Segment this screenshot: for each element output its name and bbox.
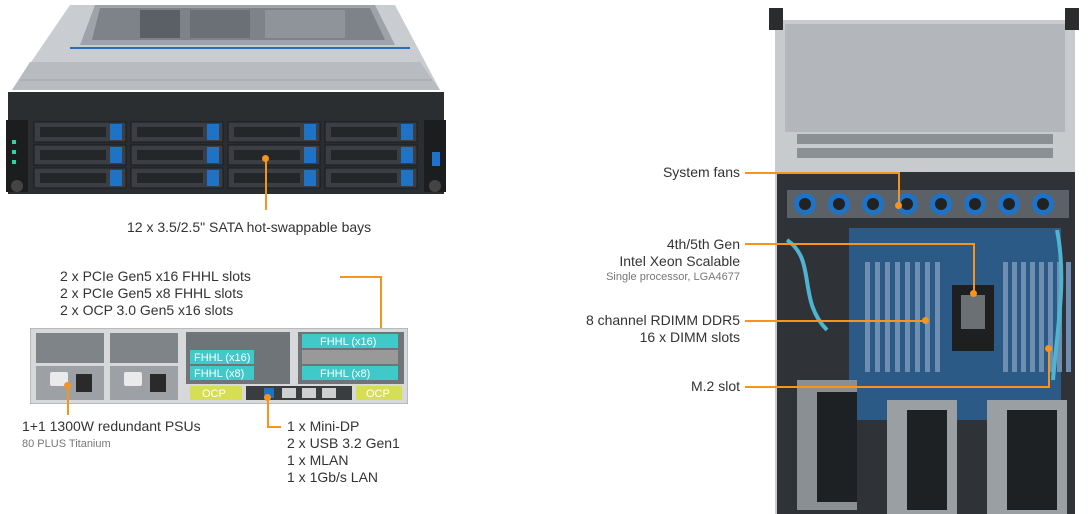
drive-bay: [33, 144, 127, 166]
dimm-slot: [875, 262, 880, 372]
fans-callout-v: [898, 172, 900, 204]
top-view-image: [769, 8, 1079, 514]
psu-callout-line: [67, 385, 69, 415]
cpu-sublabel: Single processor, LGA4677: [606, 271, 740, 283]
slot-mark-fhhl-x16-right: FHHL (x16): [320, 336, 376, 348]
cpu-line-1: 4th/5th Gen: [666, 236, 740, 252]
bays-callout-line: [265, 158, 267, 210]
ocp-mark-right: OCP: [366, 388, 390, 400]
dimm-callout-dot: [922, 317, 929, 324]
drive-bay: [33, 121, 127, 143]
dimm-slot: [1012, 262, 1017, 372]
dimm-slot: [865, 262, 870, 372]
dimm-slot: [935, 262, 940, 372]
fan: [828, 193, 850, 215]
slot-mark-fhhl-x8-left: FHHL (x8): [194, 368, 244, 380]
drive-bay: [227, 167, 321, 189]
dimm-slot: [1066, 262, 1071, 372]
fan: [862, 193, 884, 215]
psu-label: 1+1 1300W redundant PSUs: [22, 418, 201, 434]
fan: [794, 193, 816, 215]
io-callout-h: [267, 426, 281, 428]
slots-callout-v: [380, 276, 382, 336]
io-line-3: 1 x MLAN: [287, 452, 349, 468]
drive-bay: [130, 144, 224, 166]
dimm-slot: [905, 262, 910, 372]
slot-mark-fhhl-x8-right: FHHL (x8): [320, 368, 370, 380]
cpu-line-2: Intel Xeon Scalable: [619, 253, 740, 269]
drive-bay: [324, 144, 418, 166]
dimm-callout-line: [745, 320, 925, 322]
io-line-1: 1 x Mini-DP: [287, 418, 360, 434]
dimm-slot: [1021, 262, 1026, 372]
slots-line-2: 2 x PCIe Gen5 x8 FHHL slots: [60, 285, 244, 301]
dimm-slot: [1003, 262, 1008, 372]
drive-bay: [130, 121, 224, 143]
dimm-line-2: 16 x DIMM slots: [639, 329, 740, 345]
fan: [964, 193, 986, 215]
cpu-callout-h: [745, 243, 975, 245]
dimm-slot: [895, 262, 900, 372]
slot-mark-fhhl-x16-left: FHHL (x16): [194, 352, 250, 364]
fans-label: System fans: [662, 164, 740, 180]
slots-callout-h: [340, 276, 382, 278]
dimm-slot: [1030, 262, 1035, 372]
ocp-mark-left: OCP: [202, 388, 226, 400]
m2-callout-dot: [1045, 345, 1052, 352]
m2-callout-h: [745, 386, 1050, 388]
m2-label: M.2 slot: [690, 378, 740, 394]
fans-callout-dot: [895, 202, 902, 209]
io-label: 1 x Mini-DP 2 x USB 3.2 Gen1 1 x MLAN 1 …: [287, 418, 400, 486]
cpu-label: 4th/5th Gen Intel Xeon Scalable Single p…: [560, 236, 740, 284]
drive-bay: [227, 144, 321, 166]
dimm-slot: [1039, 262, 1044, 372]
drive-bay: [130, 167, 224, 189]
io-line-4: 1 x 1Gb/s LAN: [287, 469, 379, 485]
dimm-slot: [915, 262, 920, 372]
drive-bay: [227, 121, 321, 143]
drive-bay: [324, 167, 418, 189]
m2-callout-v: [1048, 348, 1050, 388]
fan: [998, 193, 1020, 215]
fan: [896, 193, 918, 215]
rear-chassis-image: FHHL (x16) FHHL (x8) FHHL (x16) FHHL (x8…: [30, 328, 408, 404]
dimm-slot: [885, 262, 890, 372]
fan: [1032, 193, 1054, 215]
cpu-callout-dot: [970, 290, 977, 297]
fan: [930, 193, 952, 215]
drive-bay: [324, 121, 418, 143]
front-chassis-image: [6, 5, 446, 194]
dimm-line-1: 8 channel RDIMM DDR5: [585, 312, 740, 328]
io-callout-v: [267, 397, 269, 427]
slots-line-3: 2 x OCP 3.0 Gen5 x16 slots: [60, 302, 234, 318]
dimm-slot: [1048, 262, 1053, 372]
bays-label: 12 x 3.5/2.5" SATA hot-swappable bays: [127, 219, 372, 235]
psu-sublabel: 80 PLUS Titanium: [22, 438, 111, 450]
dimm-label: 8 channel RDIMM DDR5 16 x DIMM slots: [540, 312, 740, 346]
cpu-callout-v: [973, 243, 975, 293]
slots-label: 2 x PCIe Gen5 x16 FHHL slots 2 x PCIe Ge…: [60, 268, 335, 319]
drive-bay: [33, 167, 127, 189]
slots-line-1: 2 x PCIe Gen5 x16 FHHL slots: [60, 268, 251, 284]
io-line-2: 2 x USB 3.2 Gen1: [287, 435, 400, 451]
fans-callout-line: [745, 172, 900, 174]
